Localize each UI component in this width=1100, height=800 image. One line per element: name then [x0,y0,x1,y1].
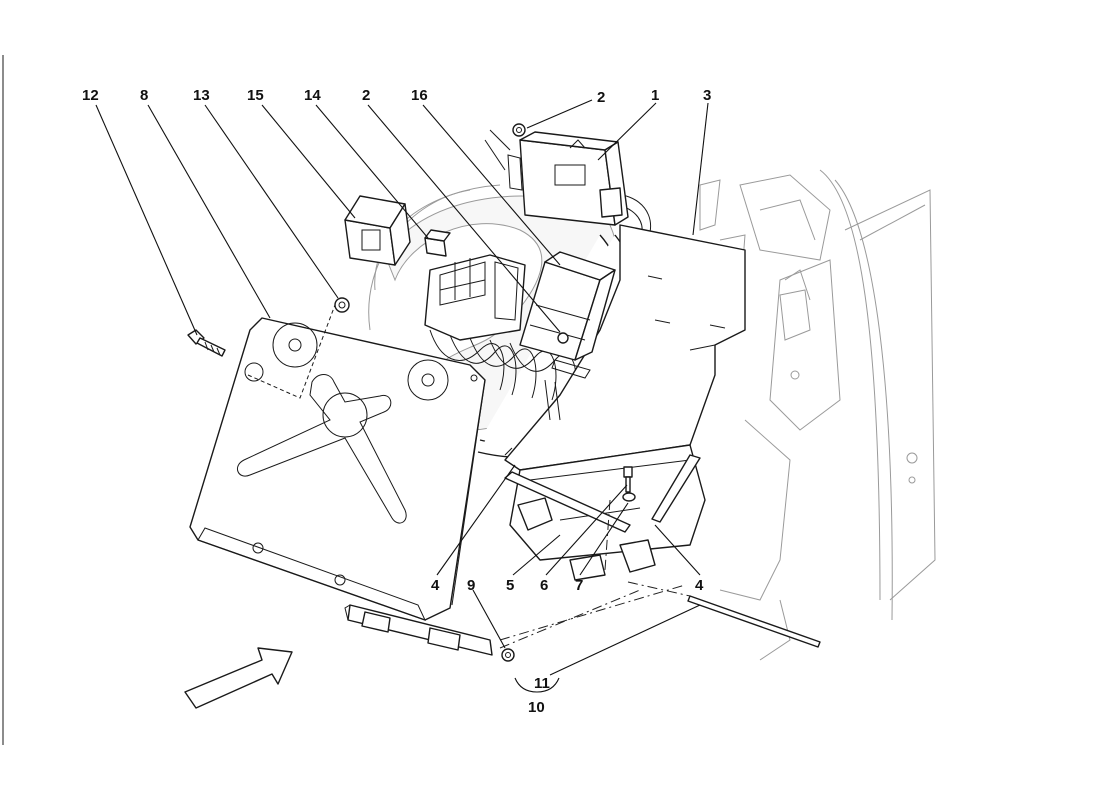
callout-1: 1 [651,87,659,104]
lower-tray [509,444,706,561]
rod [687,595,821,648]
callout-6: 6 [540,577,548,594]
callout-13: 13 [193,87,210,104]
screw-6 [623,466,633,493]
leader-lines [95,99,709,693]
callout-9: 9 [467,577,475,594]
callout-3: 3 [703,87,711,104]
callout-16: 16 [411,87,428,104]
callout-12: 12 [82,87,99,104]
vehicle-body-outline [699,169,936,661]
washer-7 [622,492,636,502]
sealing-strip-right [651,454,701,523]
callout-2-left: 2 [362,87,370,104]
fuse-box [424,254,526,341]
callout-2-right: 2 [597,89,605,106]
small-relay [424,229,451,257]
callout-7: 7 [575,577,583,594]
nut-9 [501,648,515,662]
ecu-module [519,251,616,421]
bolt-12 [187,329,226,357]
nut-2-top [512,123,526,137]
control-unit [484,129,629,226]
callout-labels: 12 8 13 15 14 2 16 2 1 3 4 9 5 6 7 4 11 … [82,87,711,716]
cover-panel [189,304,486,621]
callout-15: 15 [247,87,264,104]
callout-4-left: 4 [431,577,440,594]
callout-8: 8 [140,87,148,104]
nut-13 [334,297,350,313]
mounting-feet [517,497,656,581]
mounting-strip [344,604,493,656]
relay-block [344,195,411,266]
callout-10: 10 [528,699,545,716]
callout-14: 14 [304,87,321,104]
nut-2-mid [557,332,569,344]
callout-5: 5 [506,577,514,594]
callout-11: 11 [534,675,550,692]
callout-4-right: 4 [695,577,704,594]
direction-arrow-icon [184,647,293,709]
